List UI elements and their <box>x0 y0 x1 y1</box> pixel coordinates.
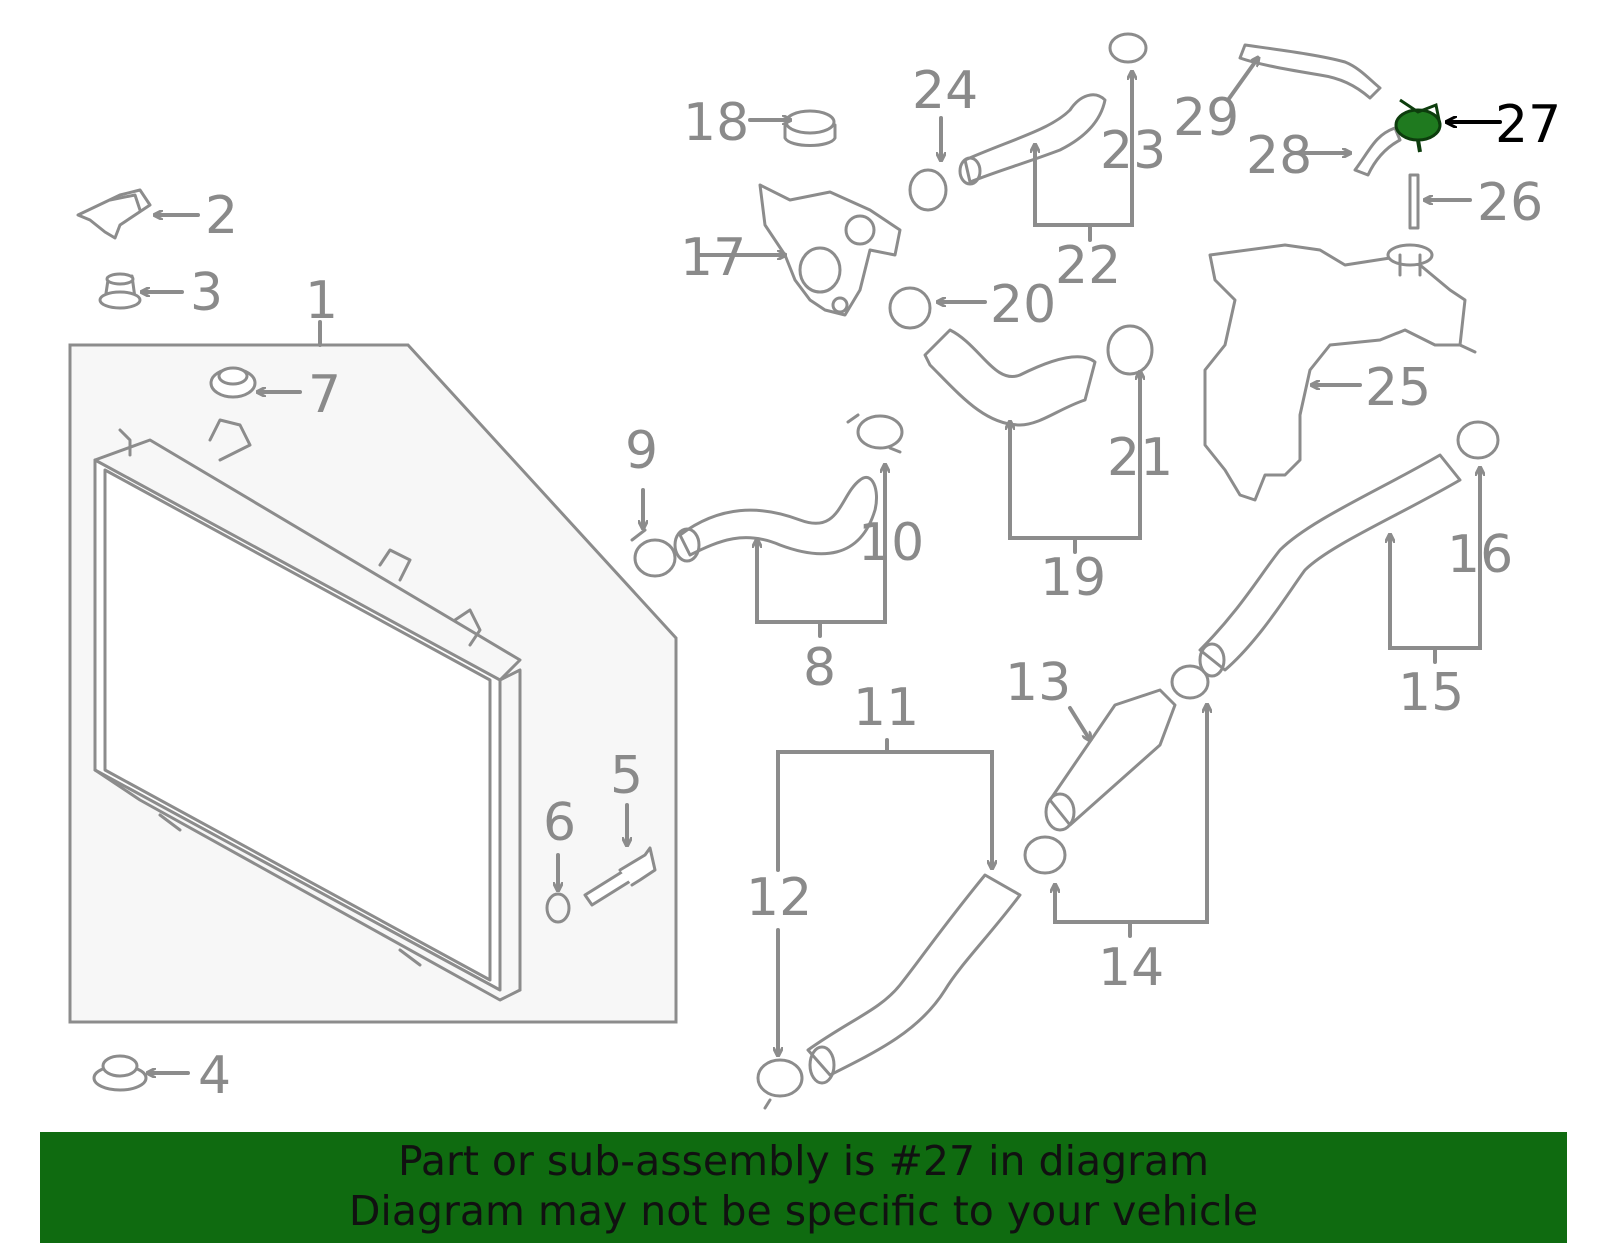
cap-part-18 <box>783 109 837 147</box>
callout-19: 19 <box>1040 548 1106 608</box>
callout-27: 27 <box>1495 95 1561 155</box>
mount-part-3 <box>98 272 142 310</box>
callout-12: 12 <box>746 868 812 928</box>
highlighted-part-27[interactable] <box>1394 98 1442 153</box>
o-ring-part-6 <box>545 892 571 924</box>
callout-16: 16 <box>1447 525 1513 585</box>
mount-part-4 <box>92 1054 148 1092</box>
bracket-part-2 <box>76 188 152 240</box>
callout-17: 17 <box>680 228 746 288</box>
hose-part-26 <box>1408 173 1420 230</box>
callout-15: 15 <box>1398 663 1464 723</box>
hose-part-15 <box>1198 453 1462 678</box>
leader-lines <box>140 58 1502 1073</box>
hose-part-22 <box>958 93 1107 186</box>
banner-line-disclaimer: Diagram may not be specific to your vehi… <box>348 1187 1259 1235</box>
callout-24: 24 <box>912 61 978 121</box>
callout-3: 3 <box>190 263 223 323</box>
callout-14: 14 <box>1098 938 1164 998</box>
callout-23: 23 <box>1100 121 1166 181</box>
callout-labels: 1 2 3 4 5 6 7 8 9 10 11 12 13 14 15 16 1… <box>190 61 1561 1106</box>
callout-7: 7 <box>308 365 341 425</box>
banner-line-part: Part or sub-assembly is #27 in diagram <box>397 1137 1210 1185</box>
hose-part-29 <box>1238 43 1382 100</box>
callout-28: 28 <box>1246 126 1312 186</box>
radiator-assembly-group <box>68 320 678 1024</box>
clamp-part-14a <box>1023 835 1067 875</box>
clamp-part-10 <box>846 413 904 454</box>
clamp-part-9 <box>630 528 677 578</box>
callout-4: 4 <box>198 1046 231 1106</box>
hose-part-28 <box>1353 126 1402 177</box>
clamp-part-21 <box>1106 324 1154 376</box>
callout-18: 18 <box>683 93 749 153</box>
clamp-part-23 <box>1108 32 1148 64</box>
callout-25: 25 <box>1365 358 1431 418</box>
clamp-part-12 <box>756 1058 804 1110</box>
callout-11: 11 <box>853 678 919 738</box>
callout-22: 22 <box>1055 236 1121 296</box>
water-pipe-part-13 <box>1044 688 1177 832</box>
callout-13: 13 <box>1005 653 1071 713</box>
callout-5: 5 <box>610 746 643 806</box>
callout-10: 10 <box>858 513 924 573</box>
callout-8: 8 <box>803 638 836 698</box>
callout-20: 20 <box>990 275 1056 335</box>
radiator-cap-part-7 <box>209 366 257 399</box>
hose-part-19 <box>923 328 1097 427</box>
callout-6: 6 <box>543 793 576 853</box>
part-info-banner: Part or sub-assembly is #27 in diagram D… <box>40 1132 1567 1243</box>
callout-21: 21 <box>1107 428 1173 488</box>
clamp-part-16 <box>1456 420 1500 460</box>
lower-hose-part-11 <box>806 873 1022 1085</box>
reservoir-tank-part-25 <box>1203 243 1477 502</box>
callout-1: 1 <box>305 271 338 331</box>
clamp-part-20 <box>888 286 932 330</box>
upper-hose-part-8 <box>673 476 878 563</box>
callout-9: 9 <box>625 421 658 481</box>
clamp-part-24 <box>908 168 948 212</box>
clamp-part-14b <box>1170 664 1210 700</box>
callout-26: 26 <box>1477 173 1543 233</box>
callout-29: 29 <box>1173 88 1239 148</box>
drain-plug-part-5 <box>583 846 657 907</box>
callout-2: 2 <box>205 186 238 246</box>
thermostat-housing-part-17 <box>758 183 902 317</box>
